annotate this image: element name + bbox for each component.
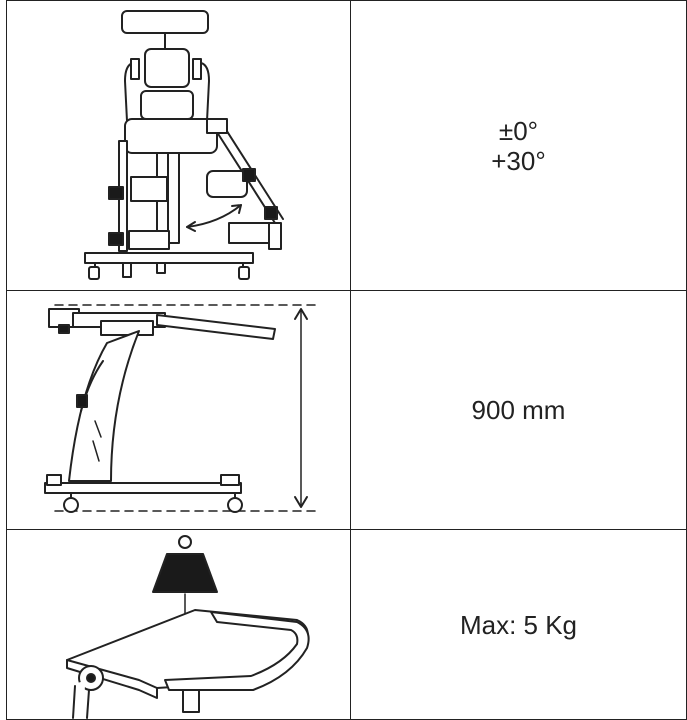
spec-value-cell: ±0° +30° — [350, 0, 687, 291]
tilt-min-value: ±0° — [498, 115, 539, 146]
spec-value-cell: Max: 5 Kg — [350, 529, 687, 720]
tilt-angle-icon — [84, 10, 284, 280]
spec-image-cell — [6, 290, 351, 530]
spec-row-tilt-angle: ±0° +30° — [6, 0, 687, 291]
tray-max-load-icon — [66, 535, 310, 719]
height-dimension-icon — [44, 304, 320, 513]
max-load-value: Max: 5 Kg — [459, 609, 578, 640]
tilt-max-value: +30° — [491, 145, 546, 176]
spec-row-height: 900 mm — [6, 290, 687, 530]
specification-table: ±0° +30° — [6, 0, 687, 720]
spec-image-cell — [6, 529, 351, 720]
spec-value-cell: 900 mm — [350, 290, 687, 530]
height-value: 900 mm — [471, 395, 566, 425]
spec-row-max-load: Max: 5 Kg — [6, 529, 687, 720]
spec-image-cell — [6, 0, 351, 291]
